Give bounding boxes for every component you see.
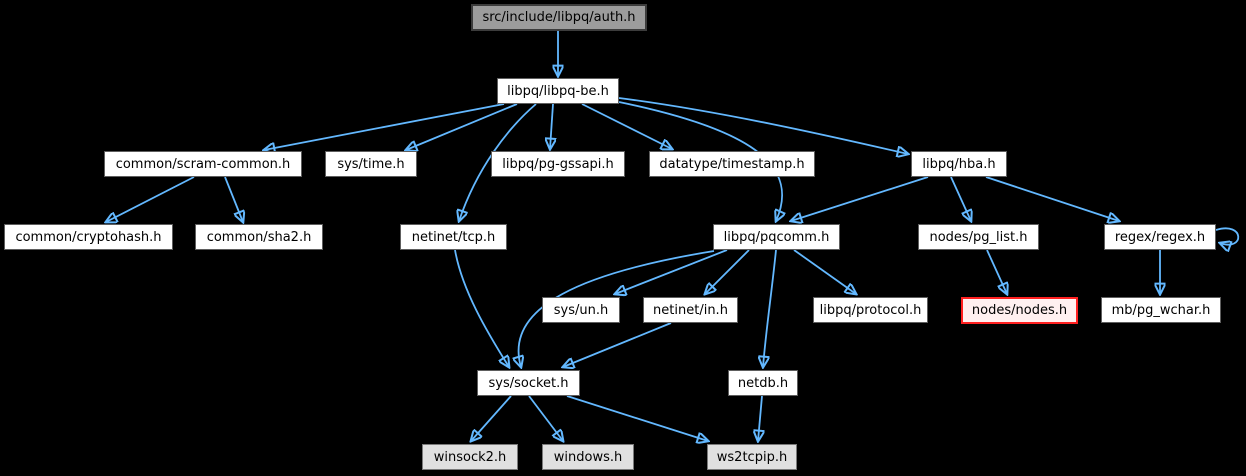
edge-hba-pqcomm [791,176,929,221]
edge-pqcomm-netin [705,249,750,294]
edge-socket-windows [528,395,563,441]
edge-pqcomm-socket [519,250,715,367]
edge-pqcomm-protocol [793,249,856,294]
edge-libpq-be-pqcomm [618,101,782,221]
node-nodes-nodes-h[interactable]: nodes/nodes.h [961,297,1078,324]
edge-hba-pglist [950,176,971,221]
node-sys-time-h[interactable]: sys/time.h [325,151,417,177]
node-common-scram-common-h[interactable]: common/scram-common.h [104,151,302,177]
edge-libpq-be-timestamp [581,103,672,149]
edge-scram-cryptohash [106,176,195,222]
node-src-include-libpq-auth-h[interactable]: src/include/libpq/auth.h [471,4,647,31]
edge-libpq-be-scram [264,103,505,150]
edge-scram-sha2 [224,176,243,222]
node-libpq-protocol-h[interactable]: libpq/protocol.h [813,297,928,323]
edge-socket-winsock2 [471,395,512,441]
node-netinet-tcp-h[interactable]: netinet/tcp.h [400,224,507,250]
node-winsock2-h[interactable]: winsock2.h [422,444,518,470]
node-libpq-pg-gssapi-h[interactable]: libpq/pg-gssapi.h [491,151,625,177]
node-netinet-in-h[interactable]: netinet/in.h [643,297,738,323]
edge-regex-self-loop [1215,227,1240,244]
edge-tcp-socket [454,249,509,367]
edge-libpq-be-gssapi [550,103,553,149]
edge-pqcomm-sysun [615,249,728,294]
node-libpq-libpq-be-h[interactable]: libpq/libpq-be.h [497,78,619,104]
edge-hba-regex [985,176,1119,221]
node-netdb-h[interactable]: netdb.h [728,370,798,396]
edge-netdb-ws2tcpip [758,395,762,441]
node-ws2tcpip-h[interactable]: ws2tcpip.h [707,444,797,470]
node-regex-regex-h[interactable]: regex/regex.h [1104,224,1216,250]
edge-libpq-be-hba [618,97,908,154]
node-libpq-hba-h[interactable]: libpq/hba.h [911,151,1007,177]
edge-netin-socket [563,322,672,367]
edge-socket-ws2tcpip [566,395,708,441]
edge-pqcomm-netdb [763,249,777,367]
node-sys-socket-h[interactable]: sys/socket.h [477,370,580,396]
node-datatype-timestamp-h[interactable]: datatype/timestamp.h [649,151,815,177]
edge-pglist-nodesh [986,249,1007,294]
node-common-sha2-h[interactable]: common/sha2.h [195,224,323,250]
node-libpq-pqcomm-h[interactable]: libpq/pqcomm.h [713,224,840,250]
node-sys-un-h[interactable]: sys/un.h [542,297,620,323]
node-common-cryptohash-h[interactable]: common/cryptohash.h [4,224,173,250]
node-mb-pg-wchar-h[interactable]: mb/pg_wchar.h [1101,297,1221,323]
edge-libpq-be-systime [406,103,518,150]
node-windows-h[interactable]: windows.h [542,444,634,470]
node-nodes-pg-list-h[interactable]: nodes/pg_list.h [918,224,1039,250]
